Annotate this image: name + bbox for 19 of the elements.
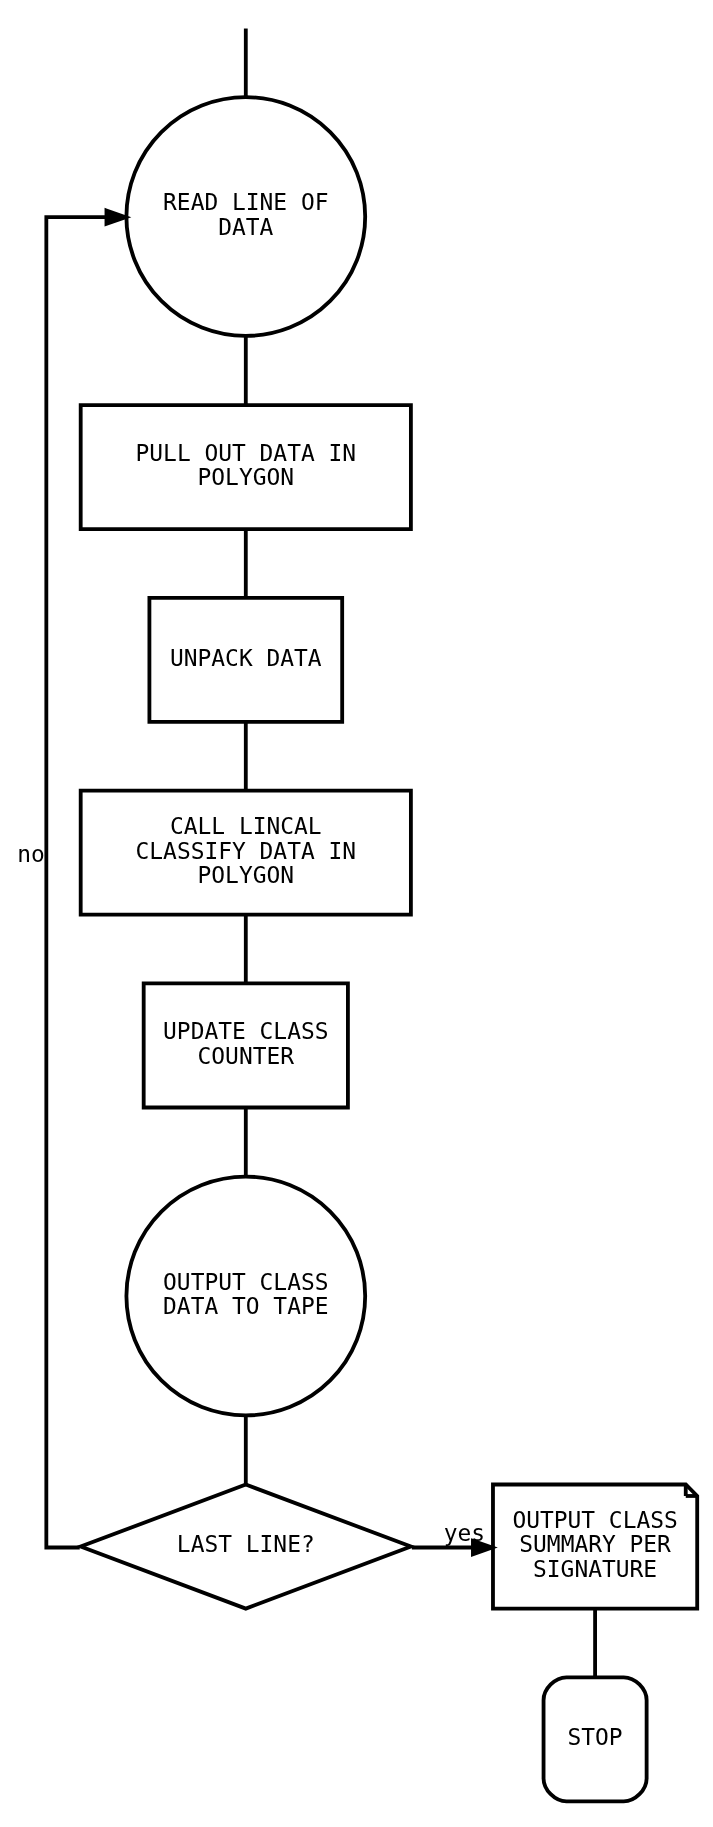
connector	[243, 1107, 248, 1176]
arrow	[411, 1537, 498, 1557]
edge-label: yes	[443, 1519, 486, 1546]
edge-label: no	[17, 840, 45, 867]
connector	[243, 721, 248, 790]
node-circle: OUTPUT CLASS DATA TO TAPE	[124, 1174, 368, 1417]
node-box: STOP	[541, 1674, 649, 1803]
connector	[593, 1608, 597, 1677]
node-box: PULL OUT DATA IN POLYGON	[78, 402, 413, 531]
node-box: UPDATE CLASS COUNTER	[141, 981, 350, 1109]
connector	[243, 28, 248, 97]
connector	[243, 528, 248, 597]
connector	[243, 914, 248, 983]
connector	[243, 336, 248, 405]
node-circle: READ LINE OF DATA	[124, 94, 368, 338]
node-box: CALL LINCAL CLASSIFY DATA IN POLYGON	[78, 788, 413, 917]
connector	[243, 1415, 248, 1484]
node-box: UNPACK DATA	[147, 595, 345, 724]
node-diamond: LAST LINE?	[75, 1481, 417, 1611]
